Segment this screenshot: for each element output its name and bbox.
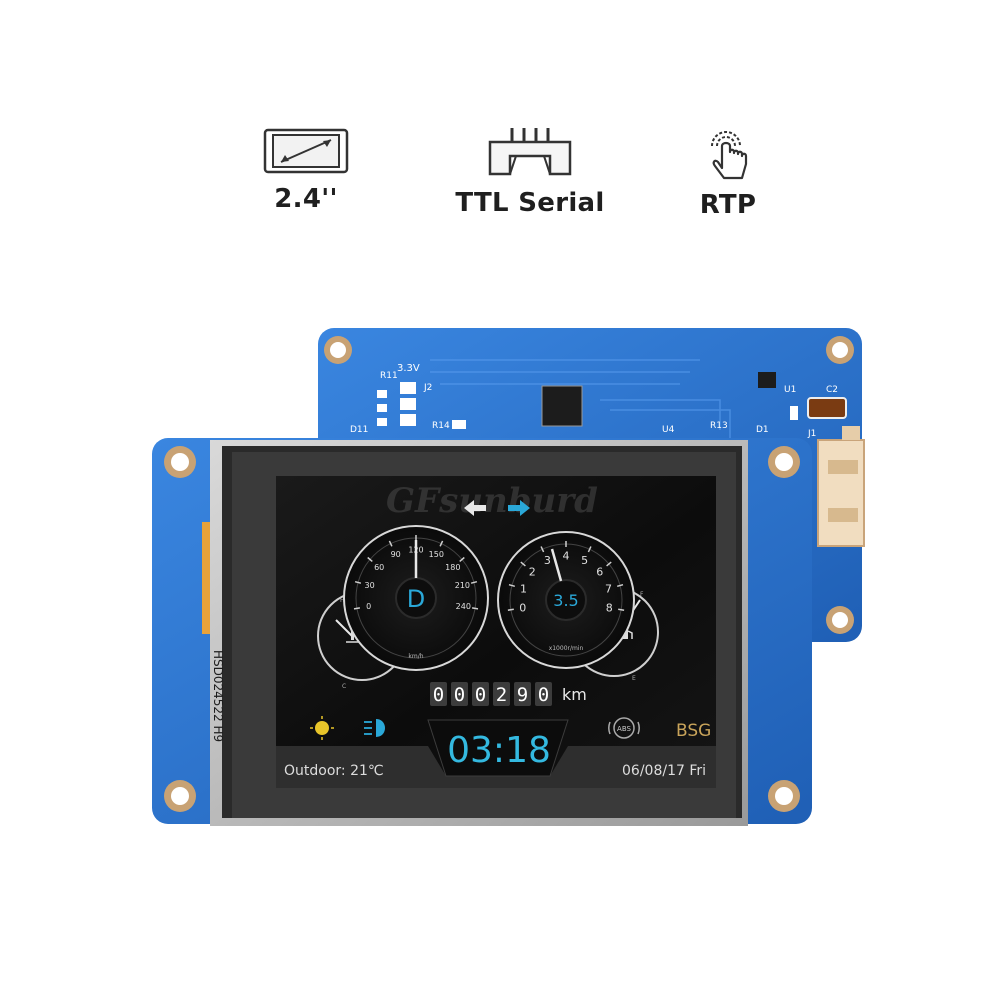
odometer-digit: 0 — [454, 684, 465, 706]
gear-indicator: D — [407, 585, 425, 613]
odometer-digit-box — [472, 682, 489, 706]
fuel-full-label: F — [640, 591, 644, 598]
panel-model-label: HSD024522 H9 — [211, 650, 225, 742]
odometer-digit: 0 — [433, 684, 444, 706]
temp-high-label: H — [340, 597, 345, 604]
feature-screen-size: 2.4'' — [216, 128, 396, 214]
speed-gauge: 0306090120150180210240 D km/h — [343, 525, 489, 671]
rpm-tick-label: 3 — [544, 554, 551, 567]
speed-unit: km/h — [408, 653, 423, 660]
abs-label: ABS — [617, 725, 631, 733]
rpm-tick-label: 8 — [606, 601, 613, 614]
rpm-tick-mark — [520, 561, 526, 567]
speed-tick-label: 30 — [365, 581, 375, 590]
abs-warning-icon: ABS — [608, 717, 640, 739]
touch-hand-icon — [711, 131, 748, 180]
rpm-tick-label: 6 — [596, 565, 603, 578]
silk-r13: R13 — [710, 421, 728, 431]
speed-tick-label: 60 — [374, 563, 384, 572]
rpm-tick-mark — [540, 546, 545, 553]
feature-label-size: 2.4'' — [274, 184, 338, 214]
speed-tick-label: 150 — [429, 550, 444, 559]
sun-icon — [310, 716, 334, 740]
silk-3v3: 3.3V — [397, 363, 420, 374]
speed-tick-mark — [388, 540, 393, 547]
temp-low-label: C — [342, 683, 346, 690]
silk-r11: R11 — [380, 371, 398, 381]
rpm-tick-mark — [587, 546, 592, 553]
rpm-tick-label: 2 — [529, 565, 536, 578]
silk-u1: U1 — [784, 385, 796, 395]
speed-tick-mark — [353, 607, 361, 610]
feature-ttl-serial: TTL Serial — [440, 128, 620, 218]
speed-tick-mark — [367, 556, 373, 562]
rpm-tick-mark — [508, 583, 515, 588]
right-turn-arrow-icon — [508, 500, 530, 516]
silk-d11: D11 — [350, 425, 368, 435]
rpm-tick-mark — [507, 608, 514, 611]
left-turn-arrow-icon — [464, 500, 486, 516]
speed-tick-mark — [354, 580, 362, 584]
odometer-digit-box — [430, 682, 447, 706]
rpm-unit: x1000r/min — [549, 645, 584, 652]
odometer-digit: 9 — [517, 684, 528, 706]
silk-d1: D1 — [756, 425, 769, 435]
screen-size-icon — [263, 128, 349, 174]
odometer-digit: 0 — [538, 684, 549, 706]
date-display: 06/08/17 Fri — [622, 763, 706, 779]
rpm-tick-label: 4 — [563, 550, 570, 563]
feature-rtp: RTP — [638, 128, 818, 220]
odometer-unit: km — [562, 685, 587, 704]
headlight-icon — [364, 719, 385, 737]
ttl-connector-icon — [488, 128, 572, 176]
rpm-tick-label: 1 — [520, 582, 527, 595]
odometer-digit-box — [493, 682, 510, 706]
fuel-empty-label: E — [632, 675, 636, 682]
odometer-digit: 0 — [475, 684, 486, 706]
speed-tick-mark — [439, 540, 444, 547]
speed-tick-label: 90 — [391, 550, 401, 559]
rpm-tick-mark — [606, 561, 612, 567]
speed-tick-mark — [471, 607, 479, 610]
brand-label: BSG — [676, 721, 711, 741]
odometer-digit-box — [535, 682, 552, 706]
odometer-digit: 2 — [496, 684, 507, 706]
rpm-tick-label: 5 — [581, 554, 588, 567]
clock-time: 03:18 — [447, 730, 551, 771]
rpm-tick-label: 0 — [519, 601, 526, 614]
speed-tick-mark — [470, 580, 478, 584]
rpm-value: 3.5 — [553, 591, 578, 610]
speed-tick-label: 0 — [366, 602, 371, 611]
speed-tick-label: 240 — [456, 602, 471, 611]
rpm-tick-mark — [618, 608, 625, 611]
odometer-digit-box — [514, 682, 531, 706]
dashboard-screen: GFsunburd H C F E — [276, 476, 716, 788]
silk-j1: J1 — [807, 429, 816, 439]
speed-tick-label: 180 — [445, 563, 460, 572]
odometer-digit-box — [451, 682, 468, 706]
silk-c2: C2 — [826, 385, 838, 395]
silk-u4: U4 — [662, 425, 675, 435]
rpm-tick-label: 7 — [605, 582, 612, 595]
coolant-temp-icon — [346, 630, 360, 643]
silk-r14: R14 — [432, 421, 450, 431]
speed-tick-label: 210 — [455, 581, 470, 590]
rpm-tick-mark — [617, 583, 624, 588]
silk-j2: J2 — [423, 383, 432, 393]
watermark: GFsunburd — [386, 481, 598, 521]
feature-label-interface: TTL Serial — [455, 188, 605, 218]
outdoor-temperature: Outdoor: 21℃ — [284, 763, 384, 779]
speed-tick-mark — [459, 556, 465, 562]
feature-label-touch: RTP — [699, 190, 757, 220]
